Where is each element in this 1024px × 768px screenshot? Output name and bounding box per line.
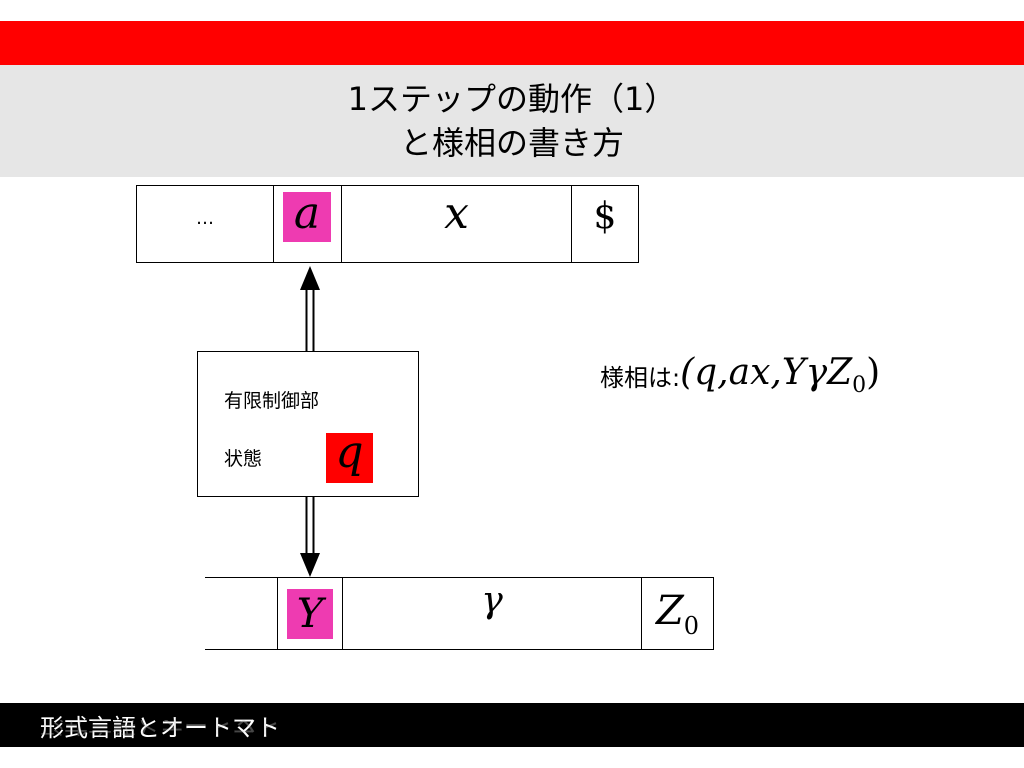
stack-head-arrow	[300, 497, 320, 577]
footer-title-reflection: 形式言語とオートマト	[40, 720, 280, 738]
input-end-marker: $	[593, 195, 617, 237]
stack-rest-symbol: γ	[481, 580, 503, 621]
configuration-expression-close: )	[866, 351, 881, 393]
input-tape-cell-end: $	[571, 185, 639, 263]
stack-head-symbol-highlight: Y	[287, 588, 333, 639]
state-label: 状態	[224, 448, 263, 470]
stack-tape-cell-rest: γ	[342, 577, 642, 650]
configuration-expression-subscript: 0	[852, 373, 867, 399]
input-head-symbol-highlight: a	[283, 192, 331, 242]
stack-head-symbol: Y	[296, 590, 324, 637]
input-tape-ellipsis-text: …	[196, 207, 214, 229]
configuration-notation: 様相は: (q,ax,YγZ0)	[600, 352, 880, 398]
state-symbol: q	[335, 427, 364, 478]
slide-title-line-2: と様相の書き方	[399, 124, 624, 162]
footer-title: 形式言語とオートマト	[40, 714, 280, 742]
slide-title: 1ステップの動作（1） と様相の書き方	[0, 65, 1024, 177]
configuration-label: 様相は:	[600, 363, 681, 392]
input-head-symbol: a	[293, 188, 321, 239]
finite-control-label: 有限制御部	[224, 390, 320, 412]
input-tape-cell-head: a	[273, 185, 342, 263]
state-highlight: q	[326, 427, 373, 483]
stack-tape-bottom-border	[205, 649, 277, 650]
stack-tape-top-border	[205, 577, 277, 578]
input-rest-symbol: x	[444, 187, 469, 239]
stack-tape-cell-head: Y	[277, 577, 343, 650]
stack-bottom-symbol: Z0	[656, 588, 699, 640]
stack-bottom-symbol-base: Z	[655, 587, 684, 634]
configuration-expression: (q,ax,YγZ0)	[680, 352, 880, 398]
configuration-expression-main: (q,ax,YγZ	[680, 351, 853, 393]
stack-bottom-symbol-subscript: 0	[683, 611, 700, 640]
input-tape-cell-ellipsis: …	[136, 185, 274, 263]
footer-bar	[0, 703, 1024, 747]
input-head-arrow	[300, 266, 320, 351]
finite-control-box: 有限制御部 状態 q	[197, 351, 419, 497]
input-tape-cell-rest: x	[341, 185, 572, 263]
stack-tape-cell-bottom: Z0	[641, 577, 714, 650]
slide-title-line-1: 1ステップの動作（1）	[347, 80, 677, 118]
header-accent-bar	[0, 21, 1024, 65]
